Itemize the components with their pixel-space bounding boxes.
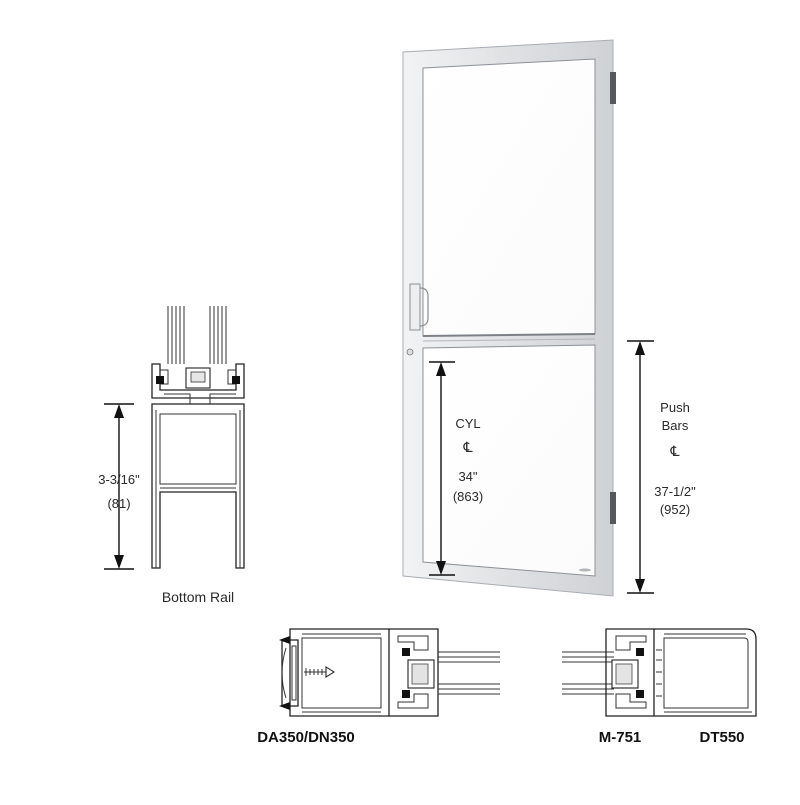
push-centerline-symbol: ℄ [670,443,680,459]
dt550-label: DT550 [699,729,744,746]
push-dimension-imperial: 37-1/2" [654,484,696,499]
m751-dt550-section: M-751 DT550 [562,628,757,746]
cyl-centerline-symbol: ℄ [463,439,473,455]
bottom-rail-height-imperial: 3-3/16" [98,472,140,487]
bottom-rail-height-metric: (81) [107,496,130,511]
door-elevation [402,39,616,597]
push-bar-dimension: Push Bars ℄ 37-1/2" (952) [627,340,696,594]
cyl-dimension: CYL ℄ 34" (863) [429,361,483,576]
bottom-rail-section [151,306,245,569]
bottom-rail-dimension: 3-3/16" (81) Bottom Rail [98,403,234,605]
cyl-dimension-metric: (863) [453,489,483,504]
cyl-dimension-imperial: 34" [458,469,477,484]
m751-label: M-751 [599,729,642,746]
bottom-hinge [610,492,616,524]
push-label-line1: Push [660,400,690,415]
bottom-rail-caption: Bottom Rail [162,589,234,605]
top-hinge [610,72,616,104]
da350-label: DA350/DN350 [257,729,355,746]
push-label-line2: Bars [662,418,689,433]
pull-handle [409,283,421,331]
push-dimension-metric: (952) [660,502,690,517]
door-upper-glass [422,58,596,337]
door-lower-glass [422,344,596,577]
cylinder-lock [406,348,414,356]
push-bar [422,333,596,337]
da350-section: DA350/DN350 [257,628,500,746]
cyl-label: CYL [455,416,480,431]
